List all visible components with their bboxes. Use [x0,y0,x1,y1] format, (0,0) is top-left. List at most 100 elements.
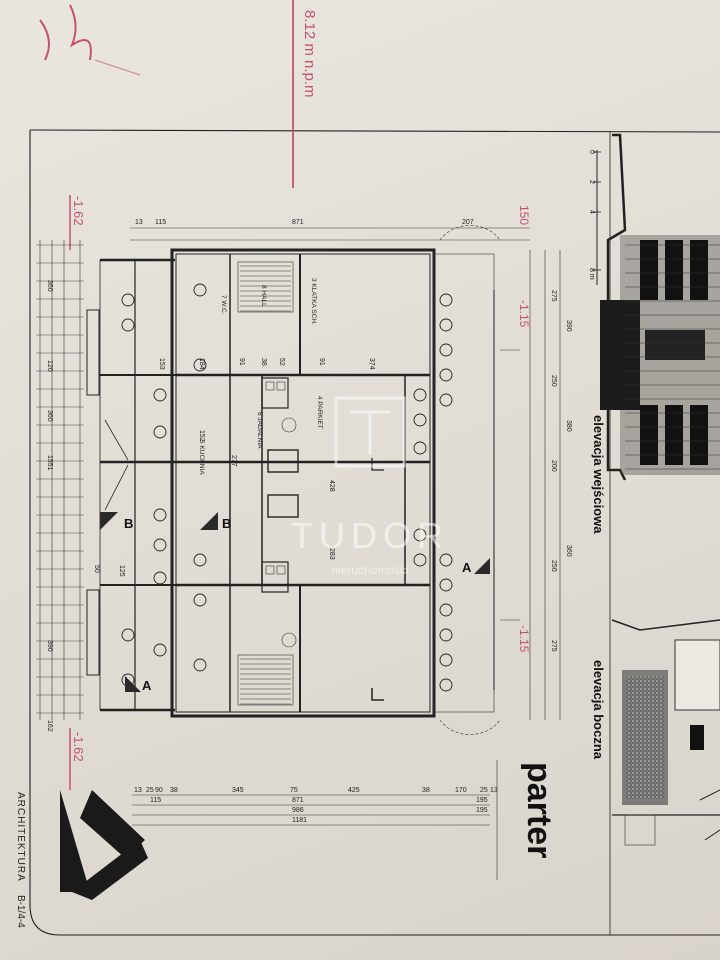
dim-right-label: 250 [550,560,557,572]
structural-columns [121,283,453,692]
kitchen-fixtures [261,377,299,648]
svg-text:B: B [222,516,231,531]
side-elevation-drawing [611,619,720,846]
scale-label: 2 [588,180,595,184]
dim-right-label: 250 [550,375,557,387]
floor-title: parter [520,762,558,858]
dim-bottom-label: 425 [348,787,360,794]
dim-bottom-label: 345 [232,787,244,794]
dim-left-label: 162 [46,720,53,732]
dim-bottom-label: 38 [422,787,430,794]
room-label: 8 HALL [260,285,267,307]
room-label: 5 KUCHNIA [198,440,205,475]
discipline-label: ARCHITEKTURA [15,792,26,882]
column-marker [153,425,167,439]
sheet-border-frame [29,130,720,936]
dim-left-label: 390 [46,640,53,652]
scale-label: 4 [588,210,595,214]
watermark-name: TUDOR [291,515,449,556]
dim-bottom-label: 195 [476,797,488,804]
building-walls [99,248,436,718]
column-marker [413,528,427,542]
dim-bottom-label: 13 [490,787,498,794]
section-marker-a-top: A [462,558,490,575]
section-marker-b-mid: B [200,512,231,531]
dim-top-label: 871 [292,219,304,226]
svg-text:B: B [124,516,133,531]
column-marker [153,643,167,657]
dim-right-label: 275 [550,290,557,302]
column-marker [153,508,167,522]
dim-right-label: 380 [565,420,572,432]
room-label: 3 KLATKA SCH. [310,278,317,325]
dim-bottom-label: 25 [480,787,488,794]
dim-top-label: 207 [462,219,474,226]
column-marker [121,293,135,307]
dim-bottom-label: 25 [146,787,154,794]
dim-bottom-label: 986 [292,807,304,814]
column-marker [439,628,453,642]
dim-right-label: 390 [565,320,572,332]
side-elevation-title: elevacja boczna [591,660,606,760]
column-marker [439,578,453,592]
column-marker [193,593,207,607]
column-marker [193,658,207,672]
dimension-lines-right [529,250,561,720]
room-marker-bottom [371,688,384,701]
column-marker [413,441,427,455]
dim-bottom-label: 90 [155,787,163,794]
column-marker [153,388,167,402]
room-marker-mid [371,458,384,471]
section-marker-a-bottom: A [125,676,152,693]
column-marker [439,293,453,307]
room-label: 6 JADALNIA [256,412,263,449]
dim-inner-label: 283 [328,548,335,560]
pink-height-note: 8.12 m n.p.m [301,10,318,98]
column-marker [439,343,453,357]
dimension-lines-left [36,240,84,720]
dim-inner-label: 91 [318,358,325,366]
section-marker-b-left: B [100,512,133,531]
pink-handwriting [39,0,294,188]
dim-bottom-label: 115 [150,797,161,804]
level-marker-right-bottom: -1.15 [517,625,531,653]
column-marker [121,318,135,332]
column-marker [439,653,453,667]
column-marker [121,628,135,642]
dim-inner-label: 153 [158,358,165,370]
column-marker [193,553,207,567]
dim-inner-label: 152 [198,430,205,442]
watermark-tagline: nieruchomości [331,563,408,577]
staircase-top [237,261,294,313]
dimension-lines-bottom [132,794,490,826]
terrace [433,225,520,735]
column-marker [413,388,427,402]
column-marker [153,571,167,585]
dim-inner-label: 374 [368,358,375,370]
dim-bottom-label: 38 [170,787,178,794]
svg-text:-1.62: -1.62 [71,196,86,226]
dim-left-label: 360 [46,410,53,422]
column-marker [413,413,427,427]
column-marker [439,368,453,382]
level-marker-top: -1.62 [69,195,86,250]
room-label: 7 W.C. [220,295,227,315]
svg-text:-1.62: -1.62 [71,732,86,762]
dim-left-label: 120 [46,360,53,372]
dim-bottom-label: 75 [290,787,298,794]
level-marker-right-top: -1.15 [517,300,531,328]
column-marker [153,538,167,552]
dim-right-label: 200 [550,460,557,472]
column-marker [193,358,207,372]
dim-bottom-label: 1181 [292,817,307,824]
dim-left-label: 360 [46,280,53,292]
dim-right-label: 275 [550,640,557,652]
dimension-lines-top [130,227,530,241]
column-marker [439,678,453,692]
dim-bottom-label: 195 [476,807,488,814]
